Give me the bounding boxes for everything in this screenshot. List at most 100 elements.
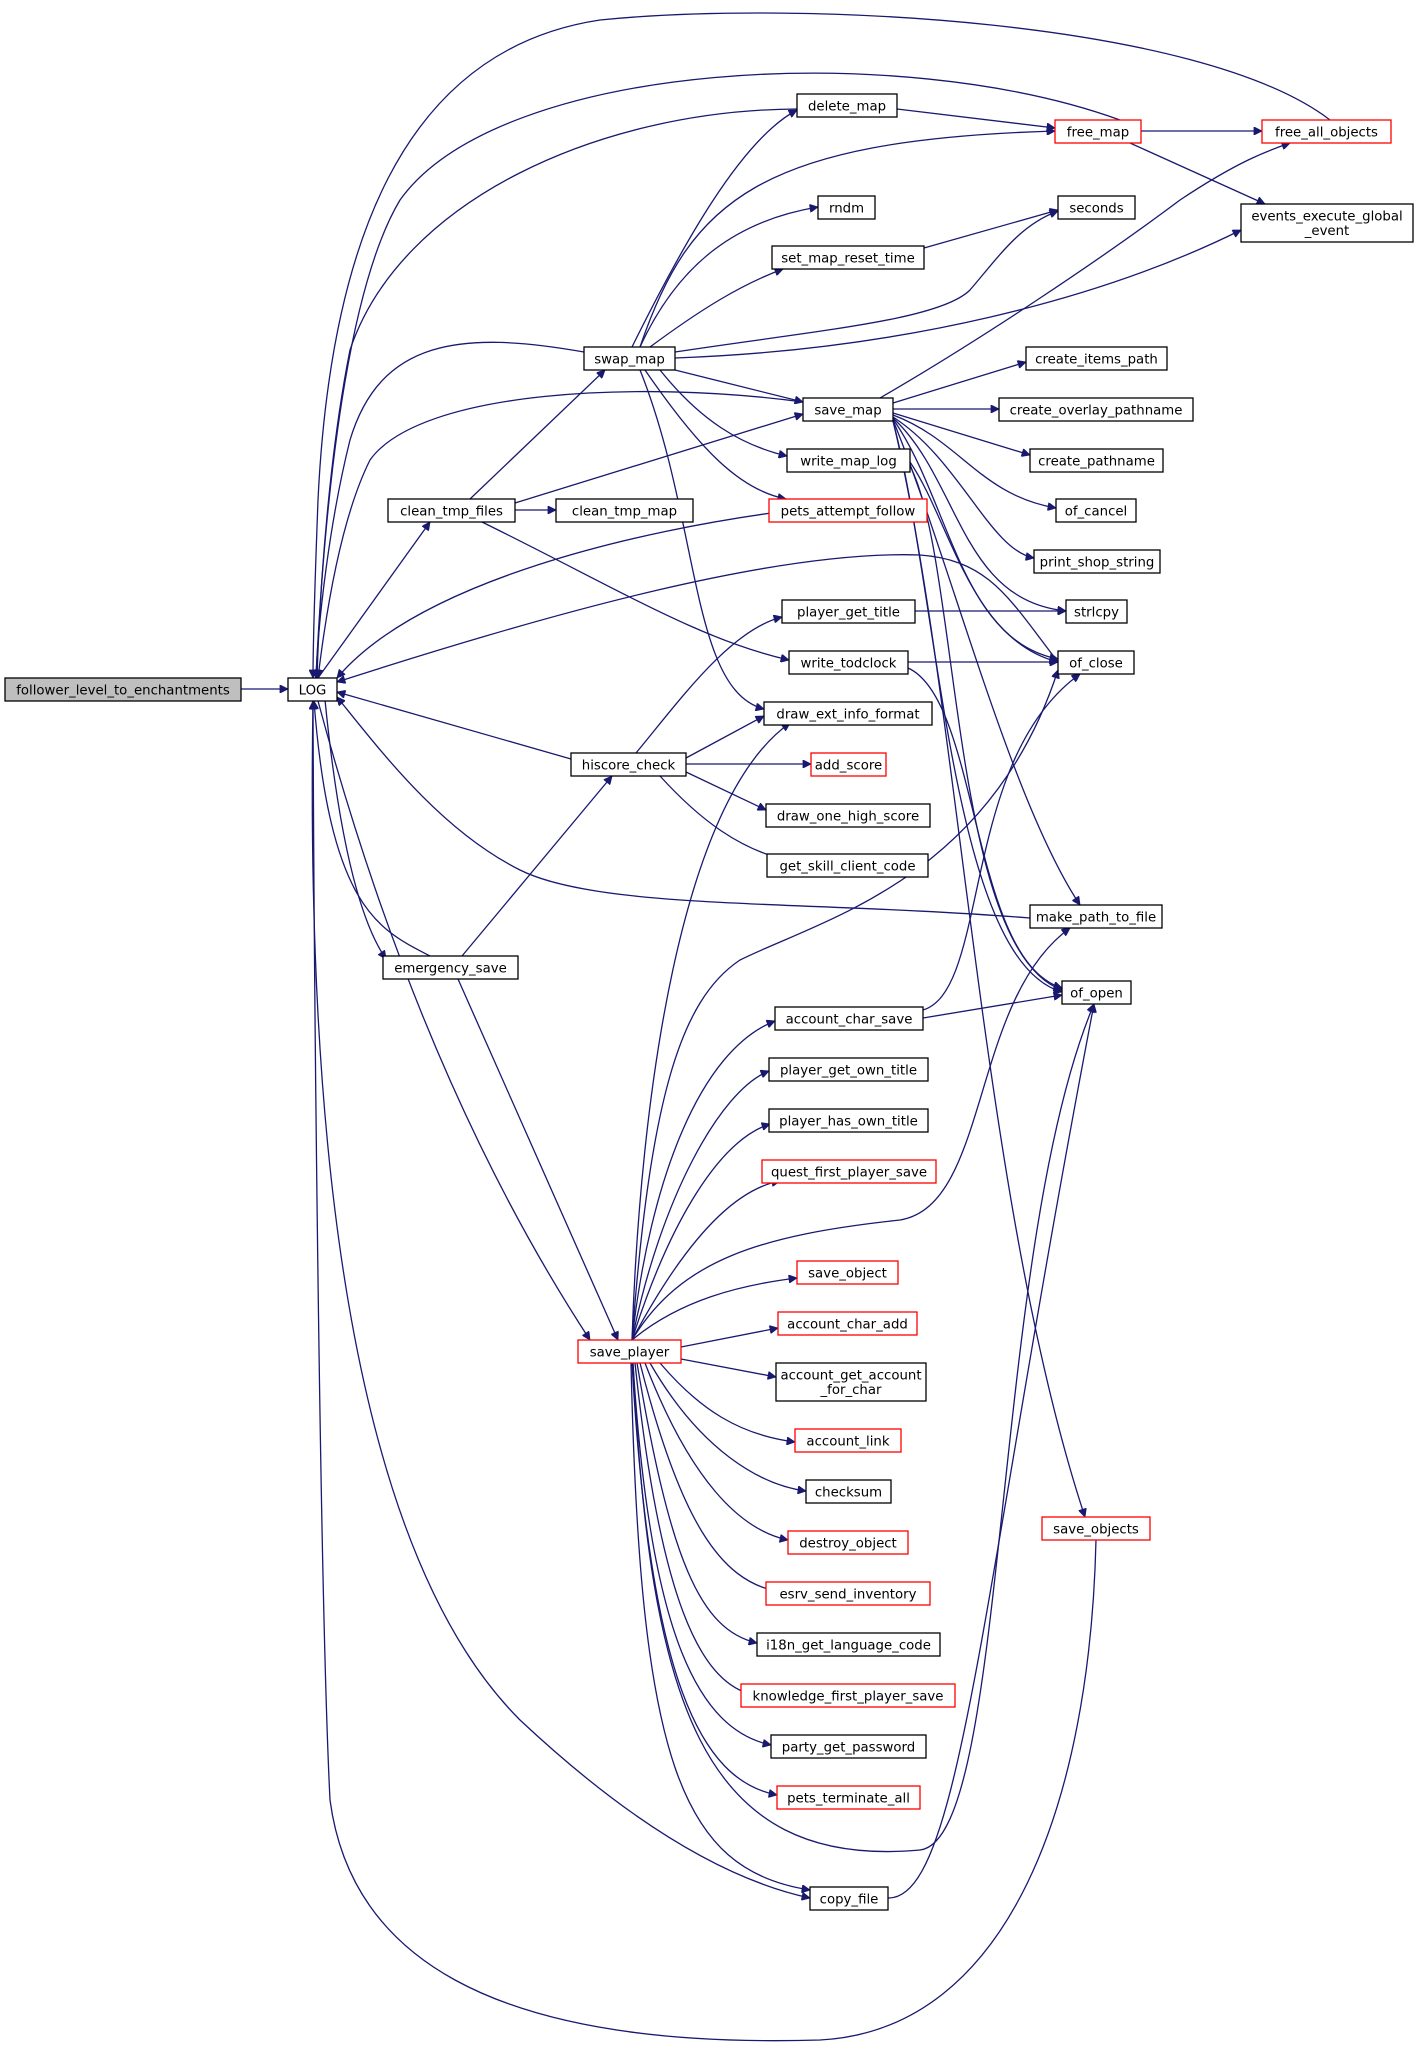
node-player-get-own-title[interactable]: player_get_own_title xyxy=(768,1057,929,1082)
edge-save-player-to-account-link xyxy=(659,1362,795,1442)
edge-write-map-log-to-of-close xyxy=(909,461,1058,662)
node-label: of_open xyxy=(1070,986,1123,1001)
node-label: LOG xyxy=(299,683,327,698)
node-write-map-log[interactable]: write_map_log xyxy=(786,448,911,473)
edge-delete-map-to-log xyxy=(317,108,798,678)
node-destroy-object[interactable]: destroy_object xyxy=(787,1530,909,1555)
edge-log-to-clean-tmp-files xyxy=(317,522,431,679)
node-label: clean_tmp_files xyxy=(400,504,503,519)
node-label: account_link xyxy=(806,1434,889,1449)
node-create-overlay-pathname[interactable]: create_overlay_pathname xyxy=(998,397,1194,422)
node-copy-file[interactable]: copy_file xyxy=(809,1886,889,1911)
node-box xyxy=(382,955,519,980)
node-free-map[interactable]: free_map xyxy=(1054,119,1142,144)
node-save-map[interactable]: save_map xyxy=(802,397,894,422)
edge-swap-map-to-seconds xyxy=(674,211,1058,353)
edge-swap-map-to-write-map-log xyxy=(659,369,787,456)
edge-hiscore-check-to-draw-ext-info-format xyxy=(685,715,764,759)
node-account-get-account-for-char[interactable]: account_get_account_for_char xyxy=(775,1362,927,1402)
node-log[interactable]: LOG xyxy=(287,677,338,702)
node-label: strlcpy xyxy=(1074,605,1119,620)
node-quest-first-player-save[interactable]: quest_first_player_save xyxy=(761,1159,937,1184)
node-box xyxy=(1261,119,1392,144)
node-box xyxy=(787,1530,909,1555)
node-save-objects[interactable]: save_objects xyxy=(1041,1516,1151,1541)
edge-log-to-save-player xyxy=(317,700,591,1340)
node-strlcpy[interactable]: strlcpy xyxy=(1065,599,1128,624)
node-pets-attempt-follow[interactable]: pets_attempt_follow xyxy=(768,498,928,523)
node-player-get-title[interactable]: player_get_title xyxy=(781,599,916,624)
node-get-skill-client-code[interactable]: get_skill_client_code xyxy=(766,853,929,878)
edge-save-map-to-create-items-path xyxy=(892,362,1026,404)
edge-emergency-save-to-save-player xyxy=(457,978,618,1340)
node-i18n-get-language-code[interactable]: i18n_get_language_code xyxy=(756,1632,941,1657)
node-box xyxy=(1057,195,1136,220)
edge-save-objects-to-log xyxy=(313,701,1097,2042)
edge-save-map-to-print-shop-string xyxy=(892,416,1034,558)
node-draw-ext-info-format[interactable]: draw_ext_info_format xyxy=(763,701,933,726)
node-create-items-path[interactable]: create_items_path xyxy=(1025,346,1168,371)
node-delete-map[interactable]: delete_map xyxy=(796,93,898,118)
node-account-char-add[interactable]: account_char_add xyxy=(777,1311,918,1336)
node-box xyxy=(796,93,898,118)
node-write-todclock[interactable]: write_todclock xyxy=(788,650,909,675)
node-save-object[interactable]: save_object xyxy=(796,1260,899,1285)
node-of-open[interactable]: of_open xyxy=(1061,980,1132,1005)
node-label: player_get_title xyxy=(797,605,900,620)
node-account-link[interactable]: account_link xyxy=(794,1428,902,1453)
node-events-execute-global-event[interactable]: events_execute_global_event xyxy=(1240,203,1414,243)
node-follower[interactable]: follower_level_to_enchantments xyxy=(4,677,242,702)
node-set-map-reset-time[interactable]: set_map_reset_time xyxy=(771,245,925,270)
node-clean-tmp-map[interactable]: clean_tmp_map xyxy=(555,498,694,523)
node-of-close[interactable]: of_close xyxy=(1057,650,1135,675)
edge-make-path-to-file-to-log xyxy=(337,697,1031,919)
node-save-player[interactable]: save_player xyxy=(577,1339,682,1364)
node-label: save_objects xyxy=(1053,1522,1139,1537)
node-esrv-send-inventory[interactable]: esrv_send_inventory xyxy=(765,1581,931,1606)
node-label: clean_tmp_map xyxy=(572,504,677,519)
edge-save-player-to-make-path-to-file xyxy=(631,927,1070,1341)
node-box xyxy=(1033,549,1161,574)
node-party-get-password[interactable]: party_get_password xyxy=(770,1734,927,1759)
node-box xyxy=(777,1311,918,1336)
node-label: draw_one_high_score xyxy=(777,809,919,824)
node-knowledge-first-player-save[interactable]: knowledge_first_player_save xyxy=(740,1683,956,1708)
node-player-has-own-title[interactable]: player_has_own_title xyxy=(768,1108,929,1133)
node-print-shop-string[interactable]: print_shop_string xyxy=(1033,549,1161,574)
node-box xyxy=(583,346,676,371)
node-box xyxy=(1029,448,1164,473)
node-swap-map[interactable]: swap_map xyxy=(583,346,676,371)
node-label: knowledge_first_player_save xyxy=(753,1689,944,1704)
node-hiscore-check[interactable]: hiscore_check xyxy=(570,752,687,777)
edge-free-all-objects-to-log xyxy=(313,12,1331,678)
node-seconds[interactable]: seconds xyxy=(1057,195,1136,220)
node-label: quest_first_player_save xyxy=(771,1165,927,1180)
node-checksum[interactable]: checksum xyxy=(805,1479,892,1504)
node-emergency-save[interactable]: emergency_save xyxy=(382,955,519,980)
node-box xyxy=(756,1632,941,1657)
edge-save-player-to-draw-ext-info-format xyxy=(631,722,790,1341)
node-draw-one-high-score[interactable]: draw_one_high_score xyxy=(765,803,931,828)
node-box xyxy=(577,1339,682,1364)
node-box xyxy=(766,853,929,878)
node-box xyxy=(796,1260,899,1285)
edge-save-player-to-account-char-save xyxy=(631,1021,775,1341)
node-rndm[interactable]: rndm xyxy=(817,195,876,220)
node-free-all-objects[interactable]: free_all_objects xyxy=(1261,119,1392,144)
node-add-score[interactable]: add_score xyxy=(810,752,887,777)
node-box xyxy=(786,448,911,473)
node-box xyxy=(1065,599,1128,624)
node-clean-tmp-files[interactable]: clean_tmp_files xyxy=(387,498,516,523)
node-create-pathname[interactable]: create_pathname xyxy=(1029,448,1164,473)
edge-save-map-to-create-pathname xyxy=(892,412,1030,455)
node-label: copy_file xyxy=(820,1892,879,1907)
node-pets-terminate-all[interactable]: pets_terminate_all xyxy=(776,1785,921,1810)
node-label: esrv_send_inventory xyxy=(779,1587,916,1602)
node-box xyxy=(387,498,516,523)
node-make-path-to-file[interactable]: make_path_to_file xyxy=(1029,904,1163,929)
node-label: destroy_object xyxy=(799,1536,897,1551)
node-label: account_char_add xyxy=(787,1317,908,1332)
node-of-cancel[interactable]: of_cancel xyxy=(1055,498,1137,523)
node-account-char-save[interactable]: account_char_save xyxy=(774,1006,924,1031)
